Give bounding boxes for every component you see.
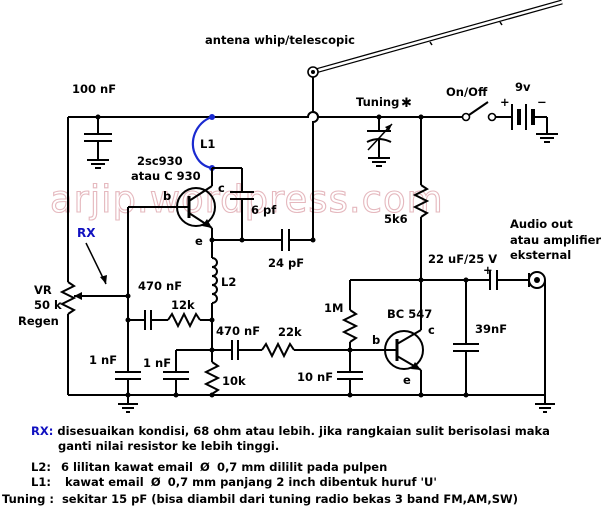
note-l2-key: L2:: [31, 460, 51, 474]
ground-rail: [68, 392, 545, 398]
antenna-whip: [307, 0, 563, 108]
ground-symbol-right: [535, 395, 555, 413]
note-l1-key: L1:: [31, 475, 51, 489]
cap-22uf-plus-label: +: [483, 263, 493, 277]
capacitor-1nf-a: [115, 320, 141, 395]
power-switch: [461, 101, 512, 122]
note-tuning: Tuning : sekitar 15 pF (bisa diambil dar…: [2, 492, 518, 506]
diameter-icon: Ø: [200, 460, 210, 474]
capacitor-470nf-a: [125, 310, 168, 330]
capacitor-1nf-b: [163, 350, 189, 395]
capacitor-470nf-b: [231, 340, 262, 360]
note-l1-text-b: 0,7 mm panjang 2 inch dibentuk huruf 'U': [167, 475, 437, 489]
q1-collector-label: c: [218, 181, 225, 195]
cap-470nf-a-label: 470 nF: [138, 279, 182, 293]
capacitor-22uf: [489, 270, 528, 290]
l2-label: L2: [221, 275, 236, 289]
resistor-10k: [203, 350, 221, 395]
potentiometer-vr-50k: [59, 117, 131, 395]
battery-plus-label: +: [500, 95, 510, 109]
note-rx-line2: ganti nilai resistor ke lebih tinggi.: [58, 439, 279, 453]
transistor-q1: [168, 167, 242, 240]
note-tuning-text: sekitar 15 pF (bisa diambil dari tuning …: [61, 492, 518, 506]
cap-6pf-label: 6 pf: [251, 203, 277, 217]
battery-9v: [511, 104, 558, 143]
audio-out-label-2: atau amplifier: [510, 233, 601, 247]
resistor-1m: [341, 280, 359, 350]
transistor-q2: [380, 280, 424, 395]
q2-base-label: b: [372, 333, 380, 347]
antenna-label: antena whip/telescopic: [205, 33, 355, 47]
audio-out-label-3: eksternal: [510, 248, 571, 262]
cap-1nf-a-label: 1 nF: [89, 353, 117, 367]
q1-alt-label: atau C 930: [131, 169, 201, 183]
res-5k6-label: 5k6: [384, 212, 408, 226]
cap-1nf-b-label: 1 nF: [143, 356, 171, 370]
note-l2-text-a: 6 lilitan kawat email: [60, 460, 193, 474]
res-1m-label: 1M: [324, 301, 343, 315]
radio-receiver-schematic: arjip.wordpress.com antena whip/telescop…: [18, 0, 601, 413]
rx-label: RX: [77, 226, 96, 240]
cap-39nf-label: 39nF: [475, 322, 507, 336]
battery-minus-label: −: [537, 95, 547, 109]
q1-base-label: b: [163, 189, 171, 203]
diameter-icon: Ø: [150, 475, 161, 489]
note-rx-key: RX:: [31, 424, 54, 438]
q1-emitter-label: e: [195, 234, 203, 248]
rx-pointer-arrow: [85, 242, 107, 285]
battery-label: 9v: [515, 80, 531, 94]
note-rx-line1: RX: disesuaikan kondisi, 68 ohm atau leb…: [31, 424, 550, 438]
tuning-asterisk-icon: ✱: [401, 96, 412, 111]
cap-10nf-label: 10 nF: [297, 370, 333, 384]
note-rx-text-1: disesuaikan kondisi, 68 ohm atau lebih. …: [57, 424, 550, 438]
note-l1: L1: kawat email Ø 0,7 mm panjang 2 inch …: [31, 475, 437, 489]
audio-out-label-1: Audio out: [510, 217, 573, 231]
cap-24pf-label: 24 pF: [268, 256, 304, 270]
vr-label-3: Regen: [18, 314, 59, 328]
tuning-variable-capacitor: [366, 114, 393, 167]
on-off-label: On/Off: [446, 85, 488, 99]
resistor-5k6: [412, 114, 430, 283]
capacitor-39nf: [453, 280, 479, 395]
cap-470nf-b-label: 470 nF: [216, 324, 260, 338]
q2-emitter-label: e: [403, 373, 411, 387]
inductor-l2: [211, 240, 218, 350]
vr-label-2: 50 k: [34, 298, 62, 312]
cap-100nf-label: 100 nF: [72, 82, 116, 96]
res-12k-label: 12k: [171, 298, 195, 312]
capacitor-10nf: [337, 350, 363, 395]
capacitor-24pf: [209, 229, 316, 251]
tuning-label: Tuning: [356, 95, 399, 109]
cap-22uf-label: 22 uF/25 V: [428, 252, 497, 266]
res-10k-label: 10k: [222, 374, 246, 388]
q2-collector-label: c: [428, 323, 435, 337]
capacitor-6pf: [230, 168, 254, 243]
ground-symbol-left: [118, 395, 138, 413]
note-l1-text-a: kawat email: [64, 475, 144, 489]
capacitor-100nf: [84, 114, 112, 169]
note-tuning-key: Tuning :: [2, 492, 54, 506]
resistor-22k: [261, 341, 380, 359]
l1-label: L1: [200, 137, 215, 151]
note-l2-text-b: 0,7 mm dililit pada pulpen: [216, 460, 388, 474]
q2-name-label: BC 547: [387, 307, 432, 321]
q1-name-label: 2sc930: [137, 154, 183, 168]
res-22k-label: 22k: [278, 325, 302, 339]
note-l2: L2: 6 lilitan kawat email Ø 0,7 mm dilil…: [31, 460, 387, 474]
note-rx-text-2: ganti nilai resistor ke lebih tinggi.: [58, 439, 280, 453]
resistor-12k: [167, 311, 215, 329]
top-rail: [68, 108, 464, 240]
vr-label-1: VR: [34, 283, 52, 297]
audio-output-jack: [528, 271, 546, 395]
